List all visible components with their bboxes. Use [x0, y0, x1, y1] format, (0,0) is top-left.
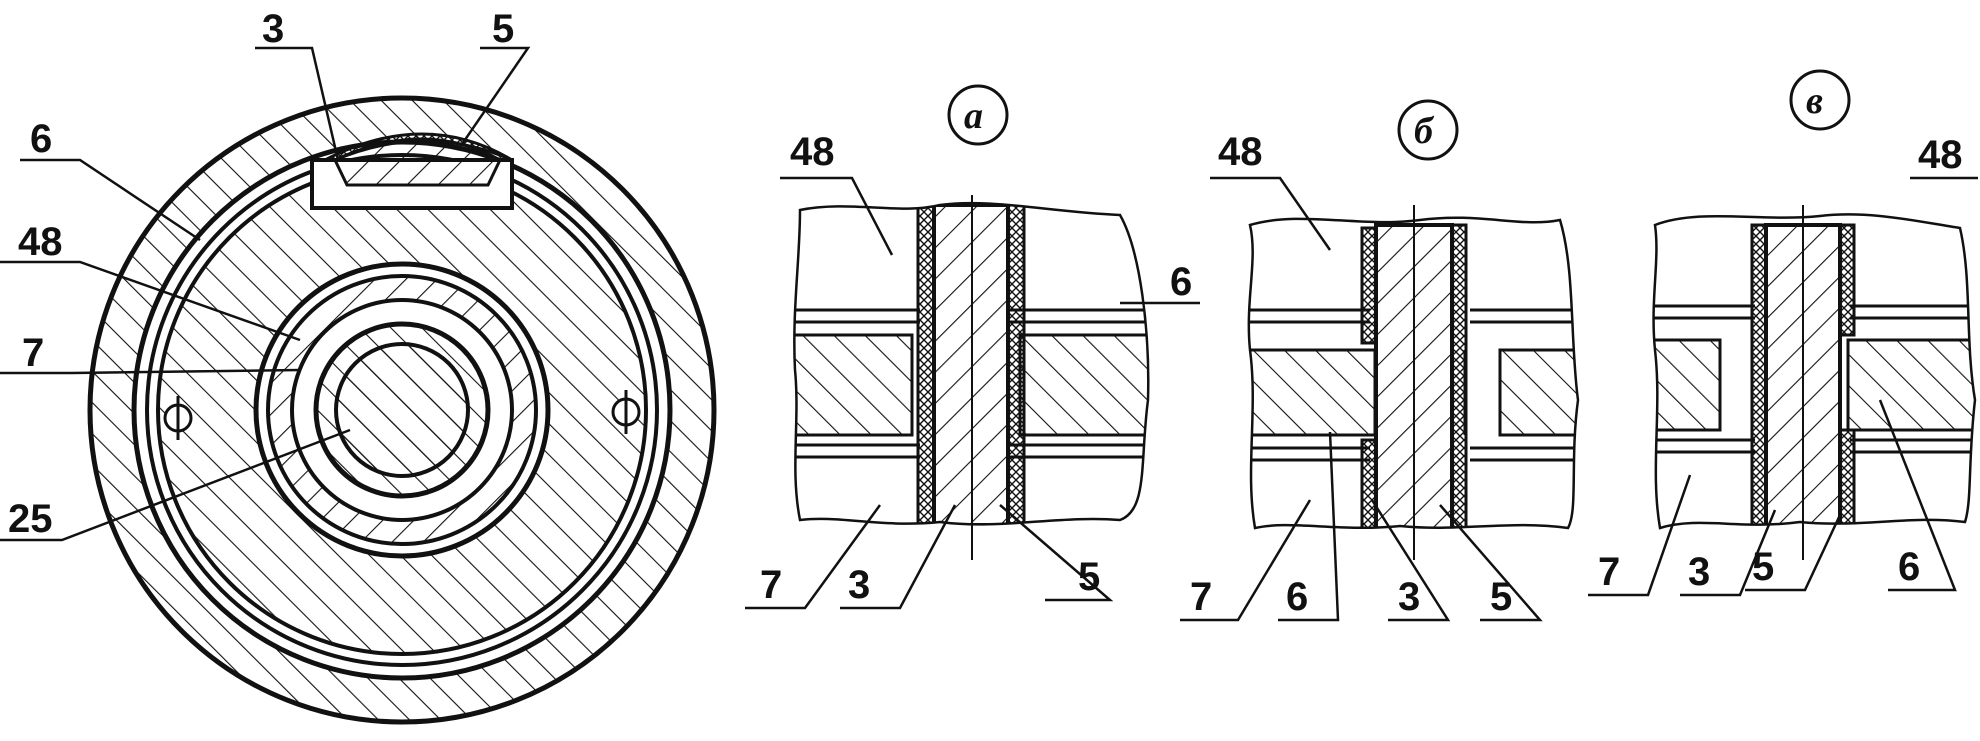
label-3: 3	[262, 7, 284, 51]
variant-b-label-7: 7	[1190, 575, 1212, 619]
variant-b-view: б	[1180, 99, 1580, 622]
variant-v-label-48: 48	[1918, 133, 1963, 177]
variant-b-badge	[1397, 99, 1459, 161]
label-5: 5	[492, 7, 514, 51]
variant-a-label-7: 7	[760, 563, 782, 607]
variant-v-label-5: 5	[1752, 545, 1774, 589]
variant-v-label-7: 7	[1598, 550, 1620, 594]
variant-a-title: а	[964, 95, 983, 137]
variant-v-title: в	[1806, 80, 1823, 122]
variant-b-label-6: 6	[1286, 575, 1308, 619]
variant-a-view: а	[745, 84, 1200, 610]
variant-v-label-6: 6	[1898, 545, 1920, 589]
variant-v-badge	[1789, 69, 1851, 131]
label-6: 6	[30, 117, 52, 161]
right-pin-hole	[611, 390, 641, 434]
variant-v-view: в	[1588, 69, 1978, 597]
label-25: 25	[8, 497, 53, 541]
variant-b-label-5: 5	[1490, 575, 1512, 619]
variant-a-badge	[947, 84, 1009, 146]
main-section-view: 3 5 6 48 7 25	[0, 7, 717, 725]
variant-a-label-5: 5	[1078, 555, 1100, 599]
variant-b-label-48: 48	[1218, 130, 1263, 174]
variant-v-label-3: 3	[1688, 550, 1710, 594]
label-48: 48	[18, 220, 63, 264]
variant-a-label-48: 48	[790, 130, 835, 174]
variant-b-label-3: 3	[1398, 575, 1420, 619]
variant-a-label-6: 6	[1170, 260, 1192, 304]
label-7: 7	[22, 331, 44, 375]
left-pin-hole	[163, 396, 193, 440]
variant-b-title: б	[1414, 110, 1435, 152]
variant-a-label-3: 3	[848, 563, 870, 607]
